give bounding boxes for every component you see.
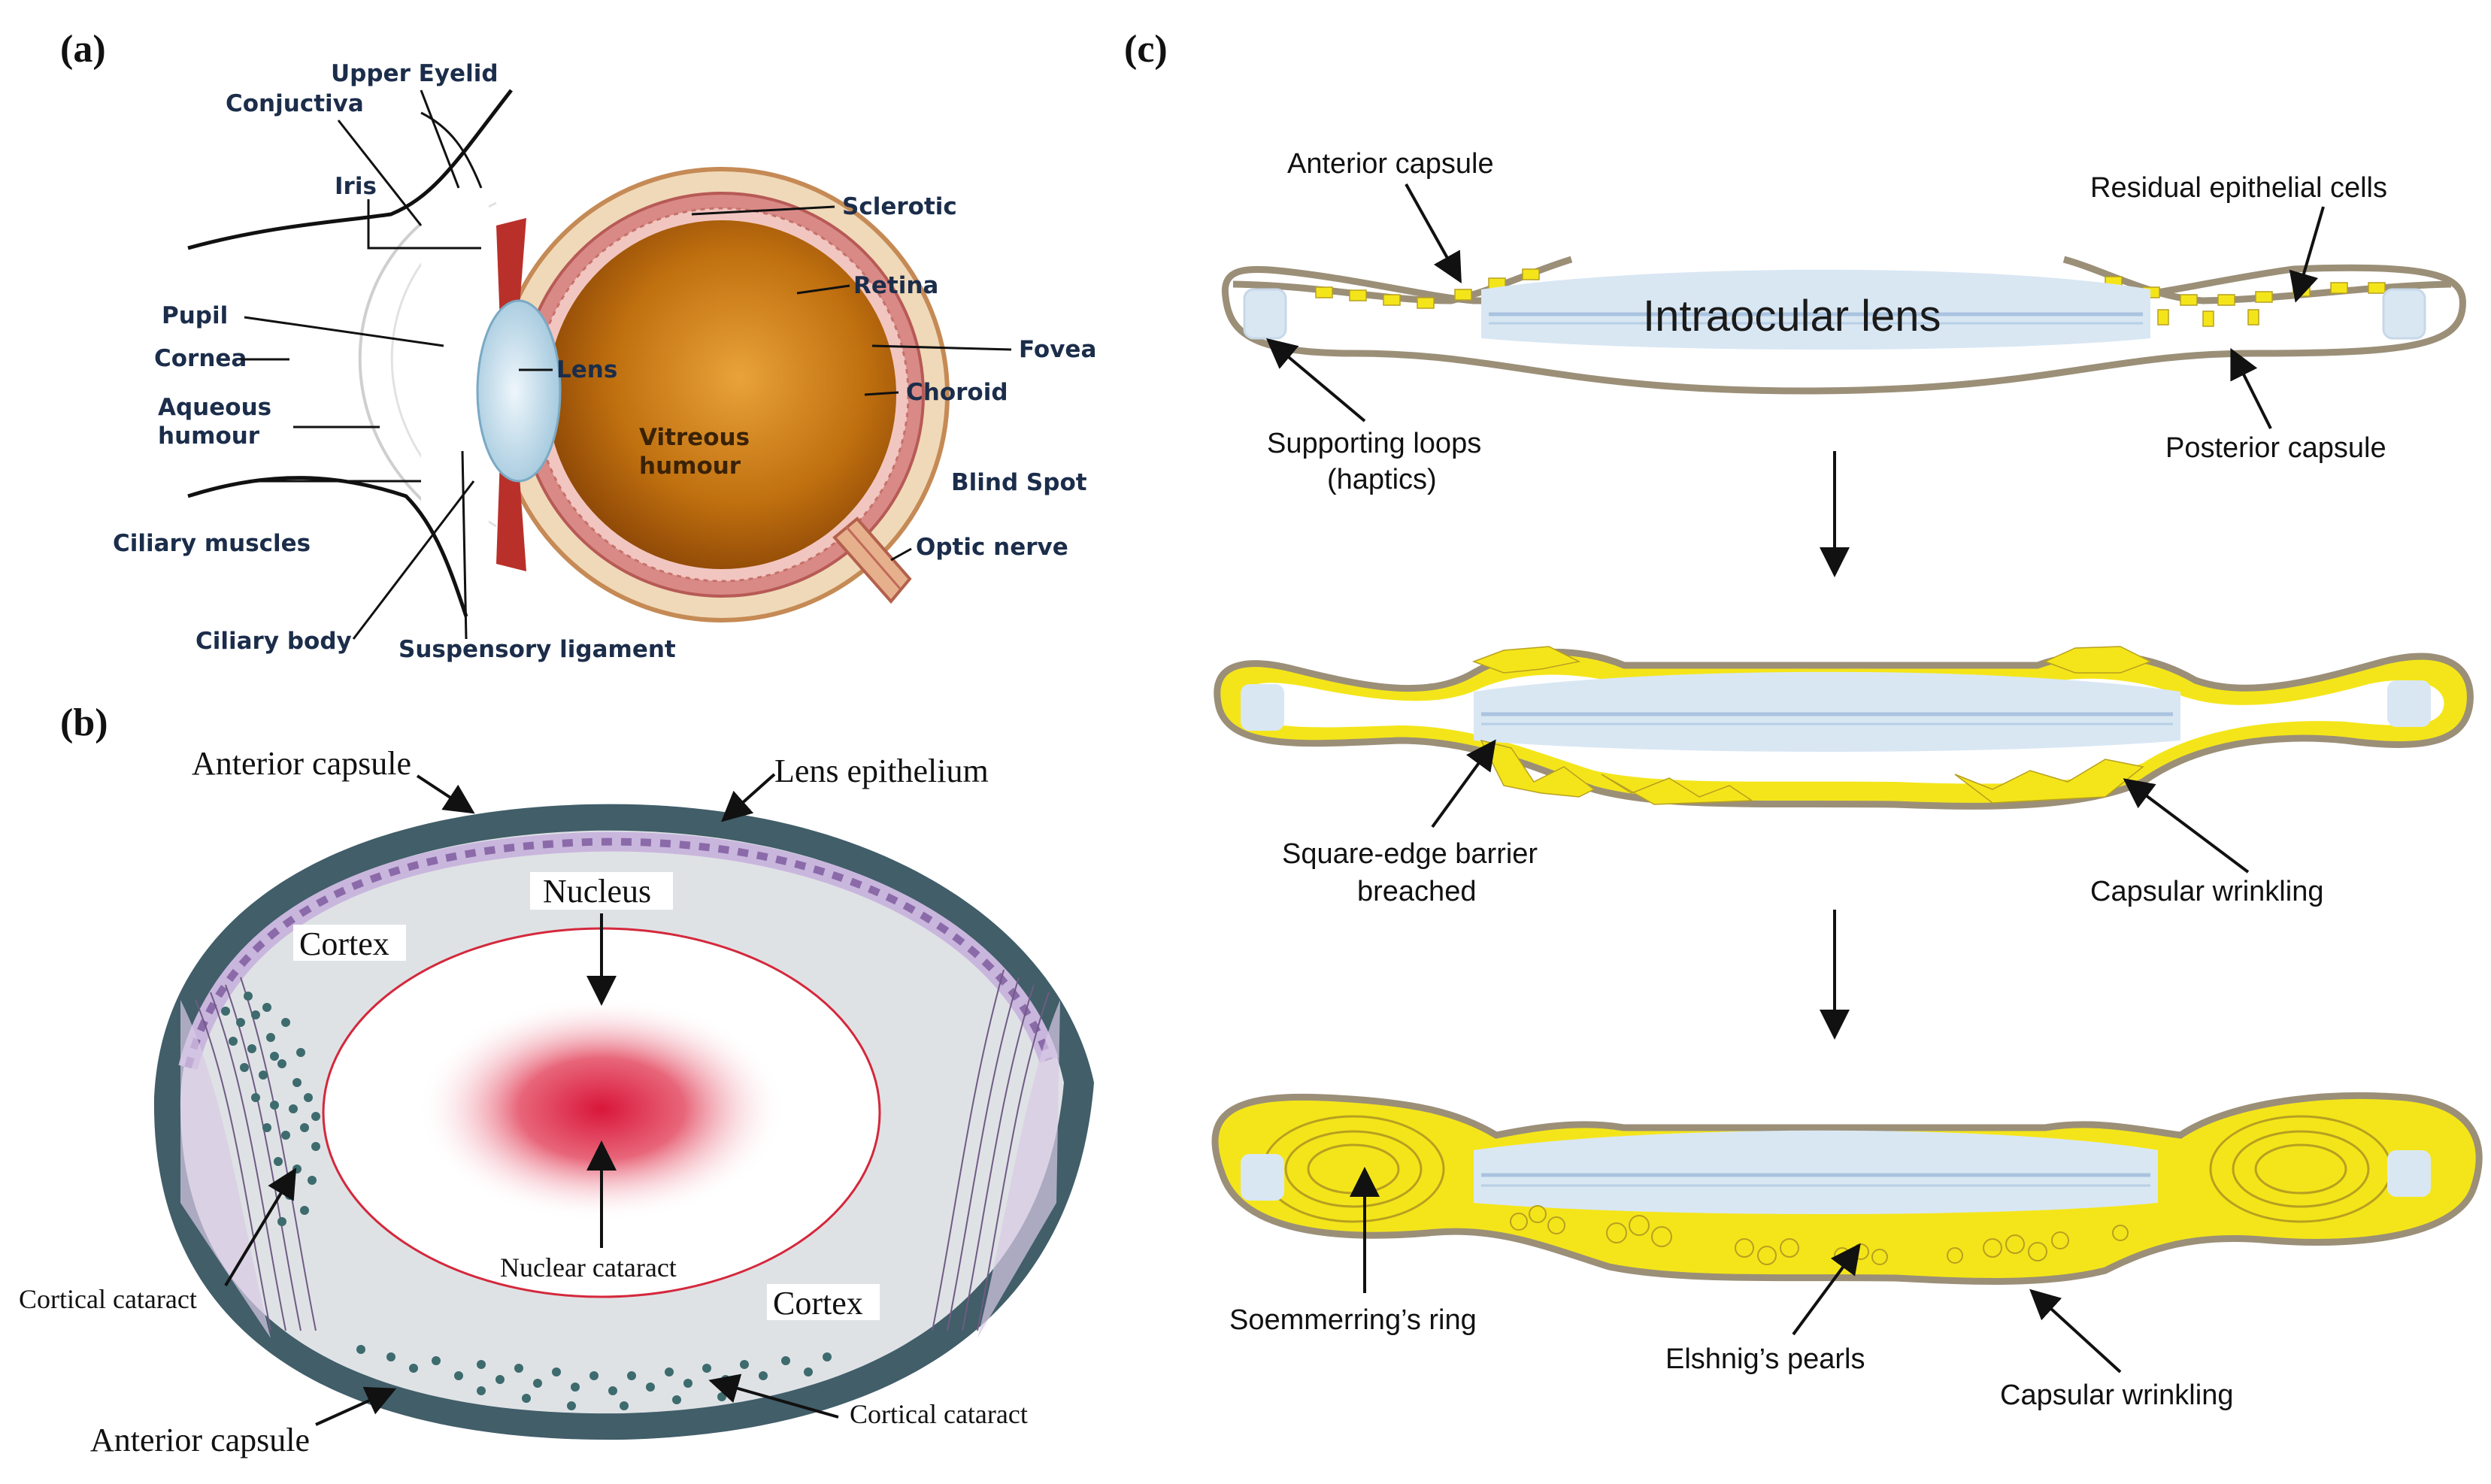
right-lens-fibres	[932, 969, 1050, 1331]
elshnig-pearls	[1510, 1205, 2129, 1265]
lens-arrows	[224, 773, 839, 1426]
label-lens-epithelium: Lens epithelium	[774, 753, 989, 789]
label-blind-spot: Blind Spot	[951, 469, 1087, 496]
stage-1-capsular-bag: Intraocular lens	[1221, 256, 2466, 395]
label-elshnig-pearls: Elshnig’s pearls	[1665, 1343, 1865, 1375]
label-optic-nerve: Optic nerve	[916, 534, 1068, 561]
stage-2-capsular-bag	[1214, 646, 2474, 810]
stage-1-residual-cells	[1315, 268, 2386, 327]
stage-3-arrows	[1350, 1167, 2122, 1373]
stage-3-capsular-bag	[1211, 1092, 2483, 1285]
label-aqueous-2: humour	[158, 422, 260, 450]
stage-2-iol	[1474, 671, 2180, 752]
stage-3-iol	[1474, 1130, 2158, 1214]
label-posterior-capsule: Posterior capsule	[2165, 432, 2386, 464]
label-nucleus: Nucleus	[543, 873, 651, 910]
label-pupil: Pupil	[162, 302, 228, 329]
panel-c-letter: (c)	[1124, 28, 1168, 71]
left-lens-fibres	[195, 977, 317, 1331]
eye-leader-lines	[241, 89, 1012, 640]
label-nuclear-cataract: Nuclear cataract	[500, 1252, 677, 1283]
vitreous-body	[547, 220, 896, 569]
panel-c-pco-diagram: (c) Intraocular lens	[1124, 28, 2483, 1411]
panel-a-letter: (a)	[60, 28, 106, 71]
stage-1-arrows	[1265, 183, 2325, 429]
label-cortical-cataract-left: Cortical cataract	[19, 1284, 197, 1314]
label-residual-epithelial-cells: Residual epithelial cells	[2090, 172, 2387, 204]
lens	[476, 299, 562, 483]
label-cortex-top: Cortex	[299, 925, 389, 962]
panel-b-letter: (b)	[60, 701, 108, 744]
label-anterior-capsule-bottom: Anterior capsule	[90, 1422, 310, 1458]
label-capsular-wrinkling-bottom: Capsular wrinkling	[2000, 1380, 2233, 1411]
label-soemmerring-ring: Soemmerring’s ring	[1229, 1304, 1477, 1336]
label-retina: Retina	[853, 272, 938, 299]
label-choroid: Choroid	[906, 379, 1008, 406]
nuclear-cataract-opacity	[417, 996, 786, 1222]
label-ciliary-body: Ciliary body	[195, 628, 352, 655]
stage-2-arrows	[1431, 739, 2250, 874]
label-conjuctiva: Conjuctiva	[226, 90, 364, 117]
label-sclerotic: Sclerotic	[842, 193, 957, 220]
cortical-cataract-dots-bottom	[356, 1345, 832, 1410]
iris	[496, 218, 526, 323]
label-cortical-cataract-bottom: Cortical cataract	[850, 1399, 1028, 1429]
label-intraocular-lens: Intraocular lens	[1643, 292, 1941, 341]
label-aqueous-1: Aqueous	[158, 394, 271, 421]
label-pco-anterior-capsule: Anterior capsule	[1287, 148, 1494, 180]
stage-2-proliferating-cells	[1471, 646, 2152, 805]
label-supporting-loops-1: Supporting loops	[1267, 428, 1481, 459]
label-fovea: Fovea	[1019, 336, 1096, 363]
label-anterior-capsule-top: Anterior capsule	[192, 745, 411, 782]
label-capsular-wrinkling-mid: Capsular wrinkling	[2090, 876, 2323, 907]
label-square-edge-1: Square-edge barrier	[1282, 838, 1538, 870]
upper-eyelid	[187, 89, 513, 250]
label-ciliary-muscles: Ciliary muscles	[113, 530, 311, 557]
label-lens: Lens	[556, 356, 617, 383]
label-upper-eyelid: Upper Eyelid	[331, 60, 499, 87]
stage-1-iol	[1481, 269, 2150, 350]
panel-a-eye-diagram: (a) Upper Eyelid Conjuctiva Iris Sclerot…	[60, 28, 1096, 663]
label-vitreous-2: humour	[639, 453, 741, 480]
label-supporting-loops-2: (haptics)	[1327, 464, 1437, 495]
label-suspensory-ligament: Suspensory ligament	[398, 636, 676, 663]
panel-b-lens-diagram: (b)	[19, 701, 1095, 1458]
label-cortex-bottom: Cortex	[773, 1285, 863, 1322]
label-iris: Iris	[335, 173, 377, 200]
label-vitreous-1: Vitreous	[639, 424, 750, 451]
label-square-edge-2: breached	[1357, 876, 1476, 907]
label-cornea: Cornea	[154, 345, 247, 372]
